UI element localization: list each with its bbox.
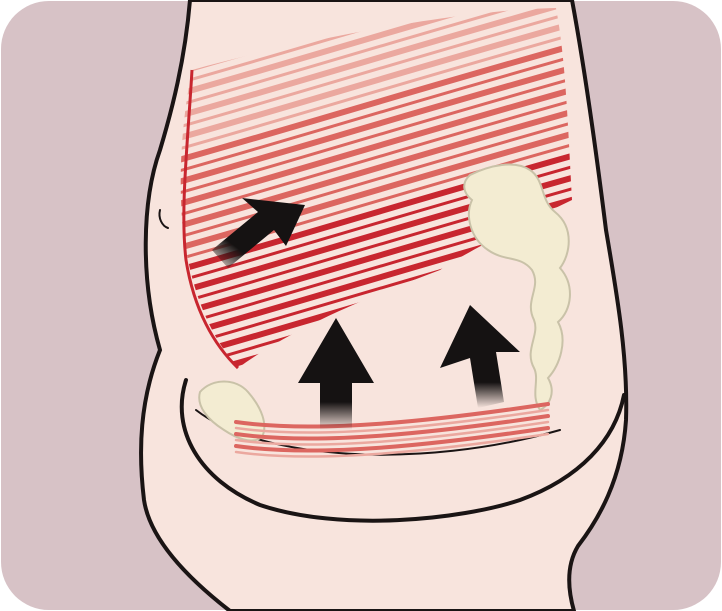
abdominal-muscle-illustration bbox=[0, 0, 722, 611]
illustration-stage bbox=[0, 0, 722, 611]
